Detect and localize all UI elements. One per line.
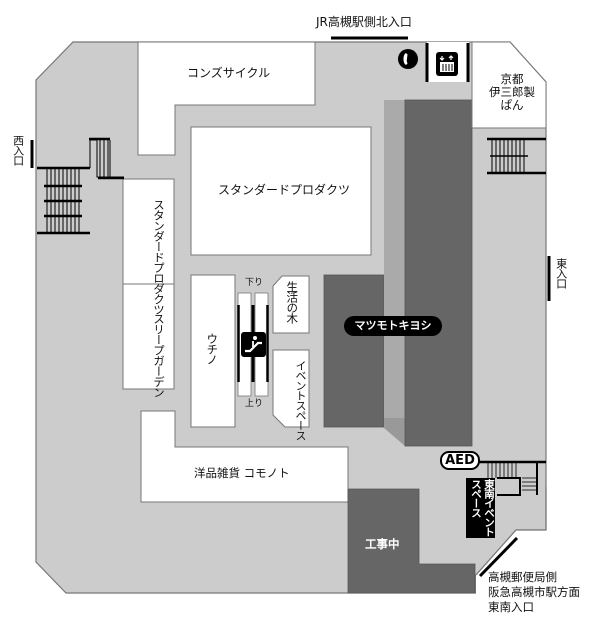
kyoto-isaburo-line1: 京都 (500, 72, 524, 86)
event-space[interactable] (272, 349, 310, 428)
north-entrance-label: JR高槻駅側北入口 (316, 15, 412, 29)
standard-products-side-label: スタンダードプロダクツ (152, 199, 166, 315)
store-standard-products-main[interactable] (190, 126, 372, 256)
escalator-up-label: 上り (245, 399, 264, 409)
event-space-label: イベントスペース (294, 360, 307, 440)
standard-products-main-label: スタンダードプロダクツ (218, 183, 351, 197)
escalator-icon (241, 332, 266, 357)
east-entrance-label: 東入口 (554, 258, 568, 288)
store-matsumoto-kiyoshi-left[interactable] (323, 274, 385, 428)
sleep-garden-label: スリープガーデン (152, 313, 166, 397)
east-stairs (487, 137, 546, 175)
cons-cycle-label: コンズサイクル (187, 66, 271, 80)
seikatsu-no-ki-label: 生活の木 (285, 281, 300, 323)
southeast-stairs (478, 460, 546, 496)
store-cons-cycle[interactable] (137, 41, 316, 156)
aed-badge[interactable]: AED (440, 451, 480, 470)
southeast-event-space-label[interactable]: 東南イベントスペース (466, 478, 495, 538)
southeast-entrance-marker[interactable] (478, 536, 519, 578)
southeast-entrance-line2: 阪急高槻市駅方面 (488, 585, 580, 599)
kyoto-isaburo-label: 京都 伊三郎製 ぱん (481, 73, 543, 112)
under-construction-label: 工事中 (365, 537, 400, 551)
matsumoto-kiyoshi-label[interactable]: マツモトキヨシ (344, 316, 442, 336)
kyoto-isaburo-line2: 伊三郎製 (489, 85, 535, 99)
yohin-zakka-komonoto-label: 洋品雑貨 コモノト (194, 466, 290, 480)
store-sleep-garden[interactable] (122, 283, 175, 390)
elevator-icon (436, 52, 458, 76)
store-kyoto-isaburo[interactable] (471, 41, 547, 129)
escalator-down-label: 下り (245, 278, 264, 288)
southeast-entrance-label: 高槻郵便局側 阪急高槻市駅方面 東南入口 (488, 570, 580, 615)
southeast-entrance-line1: 高槻郵便局側 (488, 570, 557, 584)
west-entrance-label: 西入口 (11, 135, 25, 165)
kyoto-isaburo-line3: ぱん (500, 98, 524, 112)
west-stairs (37, 137, 124, 235)
under-construction-area (347, 488, 476, 594)
store-uchino[interactable] (190, 274, 236, 428)
store-matsumoto-kiyoshi-right[interactable] (404, 99, 473, 447)
store-seikatsu-no-ki[interactable] (272, 275, 310, 334)
phone-icon (398, 49, 418, 69)
store-yohin-zakka-komonoto[interactable] (140, 410, 349, 503)
southeast-entrance-line3: 東南入口 (488, 600, 534, 614)
uchino-label: ウチノ (205, 333, 220, 365)
